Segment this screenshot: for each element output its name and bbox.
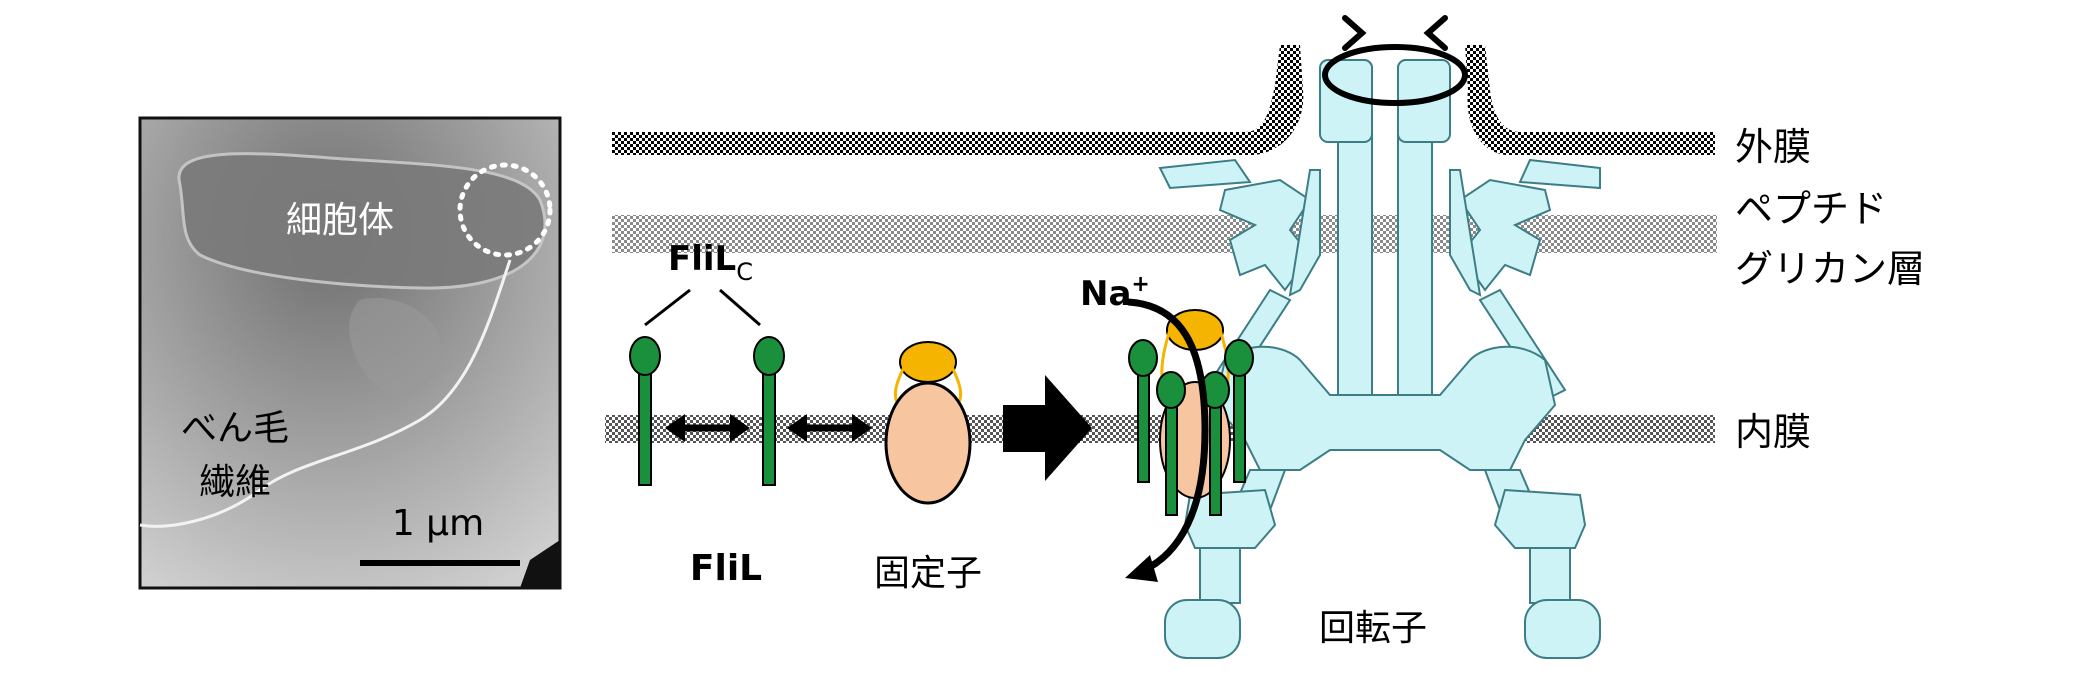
stator-cap-free	[899, 341, 957, 383]
flil-label: FliL	[690, 548, 762, 589]
flil-free-rod-2	[762, 369, 776, 486]
na-ion-label: Na+	[1080, 272, 1150, 314]
c-ring-mid-right	[1493, 488, 1587, 549]
rotation-ellipse	[1322, 44, 1468, 106]
c-ring-base-left	[1164, 599, 1241, 659]
flagellum-filament	[139, 259, 512, 528]
rotor-label: 回転子	[1319, 608, 1427, 649]
flil-assembled-head-1	[1128, 339, 1158, 377]
flagellum-label-line1: べん毛	[181, 408, 289, 449]
l-ring-right-tip	[1518, 158, 1601, 190]
flil-free-head-2	[753, 336, 785, 376]
c-ring-stem-left	[1199, 547, 1241, 604]
na-flow-arrow	[1127, 298, 1209, 576]
faint-structure	[349, 298, 442, 396]
flil-assembled-rod-2	[1233, 369, 1246, 483]
rotor-basal-body	[1158, 59, 1601, 659]
flil-assembled-rod-3	[1165, 399, 1178, 516]
double-arrow-1	[665, 414, 750, 442]
micrograph-corner-shadow	[520, 540, 560, 588]
rotation-arrowhead-left	[1342, 15, 1367, 51]
free-components: FliLC FliL 固定子	[629, 239, 1092, 594]
scale-bar-label: 1 µm	[392, 503, 484, 544]
flagellum-label-line2: 繊維	[199, 462, 271, 503]
na-flow-arrowhead	[1125, 555, 1158, 582]
flil-c-pointer-left	[644, 288, 691, 327]
stator-body-free	[884, 381, 972, 505]
flil-assembled-head-2	[1224, 339, 1254, 377]
cell-body-label: 細胞体	[286, 200, 394, 241]
stator-label: 固定子	[874, 553, 982, 594]
stator-cap-assembled	[1166, 309, 1224, 351]
scale-bar	[360, 560, 520, 566]
flil-c-pointer-right	[719, 288, 761, 327]
cell-body-shape	[177, 152, 547, 290]
flil-assembled-rod-4	[1209, 399, 1222, 516]
flil-assembled-rod-1	[1137, 369, 1150, 483]
l-ring-left-tip	[1158, 158, 1252, 190]
double-arrow-2	[787, 414, 872, 442]
c-ring-stem-right	[1529, 547, 1571, 604]
rotation-arrowhead-right	[1423, 15, 1448, 51]
c-ring-base-right	[1524, 599, 1601, 659]
outer-membrane-right	[1465, 45, 1715, 155]
layer-labels: 外膜 ペプチド グリカン層 内膜	[1735, 125, 1925, 454]
flil-free-rod-1	[638, 369, 652, 486]
outer-membrane-label: 外膜	[1735, 125, 1811, 169]
peptidoglycan-label-line1: ペプチド	[1735, 187, 1887, 231]
inner-membrane-label: 内膜	[1735, 410, 1811, 454]
peptidoglycan-layer	[612, 215, 1717, 253]
stator-complex-assembled: Na+	[1080, 272, 1254, 582]
motor-highlight-circle	[457, 162, 553, 258]
peptidoglycan-label-line2: グリカン層	[1735, 247, 1925, 291]
ms-ring	[1213, 345, 1557, 471]
micrograph-panel: 細胞体 べん毛 繊維 1 µm	[138, 116, 562, 590]
rod-collar-right	[1449, 169, 1482, 297]
flil-free-head-1	[629, 336, 661, 376]
flil-assembled-head-3	[1156, 371, 1186, 409]
flil-c-label: FliLC	[668, 239, 753, 286]
assembly-arrow	[1003, 375, 1092, 481]
membranes	[605, 45, 1717, 443]
rotation-indicator	[1322, 15, 1468, 106]
outer-membrane-left	[612, 45, 1304, 155]
rod-collar-left	[1288, 169, 1321, 297]
